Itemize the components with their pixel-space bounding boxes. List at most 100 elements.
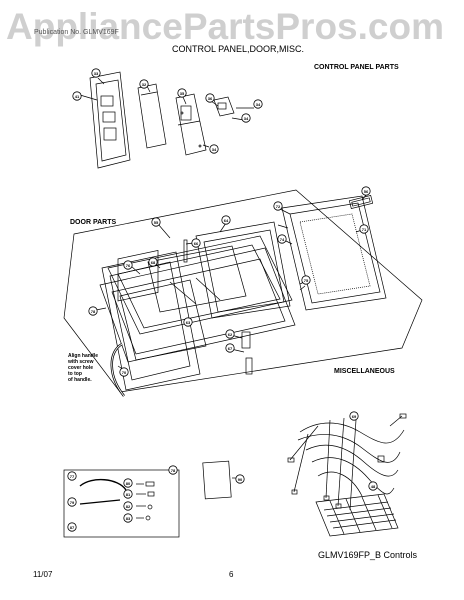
part-callout: 34 (253, 99, 263, 109)
control-panel-plate (137, 83, 167, 149)
callout-circle (225, 329, 235, 339)
control-board-bracket (175, 93, 207, 156)
callout-number: 77 (70, 474, 75, 479)
part-callout: 82 (123, 501, 133, 511)
door-choke-cover (99, 247, 296, 363)
callout-circle (67, 522, 77, 532)
callout-number: 78 (91, 309, 96, 314)
part-callout: 81 (123, 489, 133, 499)
part-callout: 67 (225, 343, 235, 353)
callout-circle (209, 144, 219, 154)
callout-number: 41 (75, 94, 80, 99)
part-callout: 34 (241, 113, 251, 123)
callout-circle (205, 93, 215, 103)
callout-number: 82 (126, 504, 131, 509)
part-callout: 56 (361, 186, 371, 196)
callout-circle (151, 217, 161, 227)
part-callout: 62 (225, 329, 235, 339)
part-callout: 66 (191, 238, 201, 248)
callout-number: 79 (70, 500, 75, 505)
section-label-control-panel: CONTROL PANEL PARTS (314, 64, 399, 71)
callout-number: 34 (244, 116, 249, 121)
callout-number: 66 (194, 241, 199, 246)
note-line: Align handle (68, 353, 98, 359)
door-frame (107, 235, 293, 335)
callout-number: 71 (362, 227, 367, 232)
callout-circle (88, 306, 98, 316)
section-label-door: DOOR PARTS (70, 219, 117, 226)
part-callout: 76 (123, 260, 133, 270)
callout-number: 76 (126, 263, 131, 268)
callout-circle (67, 497, 77, 507)
callout-circle (148, 257, 158, 267)
callout-number: 34 (212, 147, 217, 152)
callout-number: 87 (70, 525, 75, 530)
part-callout: 35 (177, 88, 187, 98)
callout-number: 56 (364, 189, 369, 194)
callout-circle (123, 513, 133, 523)
part-callout: 78 (88, 306, 98, 316)
part-callout: 34 (209, 144, 219, 154)
callout-circle (123, 501, 133, 511)
part-callout: 74 (277, 234, 287, 244)
part-callout: 77 (67, 471, 77, 481)
callout-number: 74 (280, 237, 285, 242)
publication-line: Publication No. GLMV169F (34, 29, 119, 36)
note-line: with screw (68, 359, 94, 365)
callout-number: 67 (228, 346, 233, 351)
callout-circle (359, 224, 369, 234)
wire-harness (287, 413, 407, 511)
callout-number: 33 (94, 71, 99, 76)
callout-number: 36 (208, 96, 213, 101)
callout-circle (221, 215, 231, 225)
part-callout: 41 (72, 91, 82, 101)
page-title: CONTROL PANEL,DOOR,MISC. (172, 44, 305, 54)
callout-number: 78 (171, 468, 176, 473)
callout-number: 70 (122, 370, 127, 375)
control-membrane (213, 96, 235, 117)
callout-number: 35 (180, 91, 185, 96)
part-callout: 83 (123, 513, 133, 523)
callout-circle (168, 465, 178, 475)
door-inner-panel (195, 221, 291, 319)
footer-page-number: 6 (229, 570, 234, 579)
part-callout: 87 (67, 522, 77, 532)
part-callout: 32 (139, 79, 149, 89)
owners-manual (202, 460, 240, 500)
part-callout: 80 (123, 478, 133, 488)
part-callout: 68 (148, 257, 158, 267)
callout-circle (368, 481, 378, 491)
part-callout: 33 (91, 68, 101, 78)
part-callout: 55 (151, 217, 161, 227)
part-callout: 64 (221, 215, 231, 225)
callout-circle (277, 234, 287, 244)
callout-circle (235, 474, 245, 484)
callout-circle (191, 238, 201, 248)
callout-circle (273, 201, 283, 211)
callout-circle (177, 88, 187, 98)
door-outer-panel (101, 249, 201, 391)
callout-circle (119, 367, 129, 377)
callout-circle (361, 186, 371, 196)
part-callout: 71 (359, 224, 369, 234)
section-label-misc: MISCELLANEOUS (334, 368, 395, 375)
cooking-rack (315, 493, 399, 537)
part-callout: 69 (349, 411, 359, 421)
part-callout: 78 (168, 465, 178, 475)
callout-number: 63 (186, 320, 191, 325)
callout-number: 48 (371, 484, 376, 489)
note-line: of handle. (68, 377, 92, 383)
callout-number: 81 (126, 492, 131, 497)
callout-circle (91, 68, 101, 78)
part-callout: 36 (205, 93, 215, 103)
control-panel-frame (89, 71, 131, 169)
part-callout: 79 (67, 497, 77, 507)
callout-circle (67, 471, 77, 481)
note-line: to top (68, 371, 82, 377)
callout-number: 80 (126, 481, 131, 486)
part-callout: 90 (235, 474, 245, 484)
door-parts-region (63, 189, 423, 393)
callout-number: 55 (154, 220, 159, 225)
part-callout: 48 (368, 481, 378, 491)
